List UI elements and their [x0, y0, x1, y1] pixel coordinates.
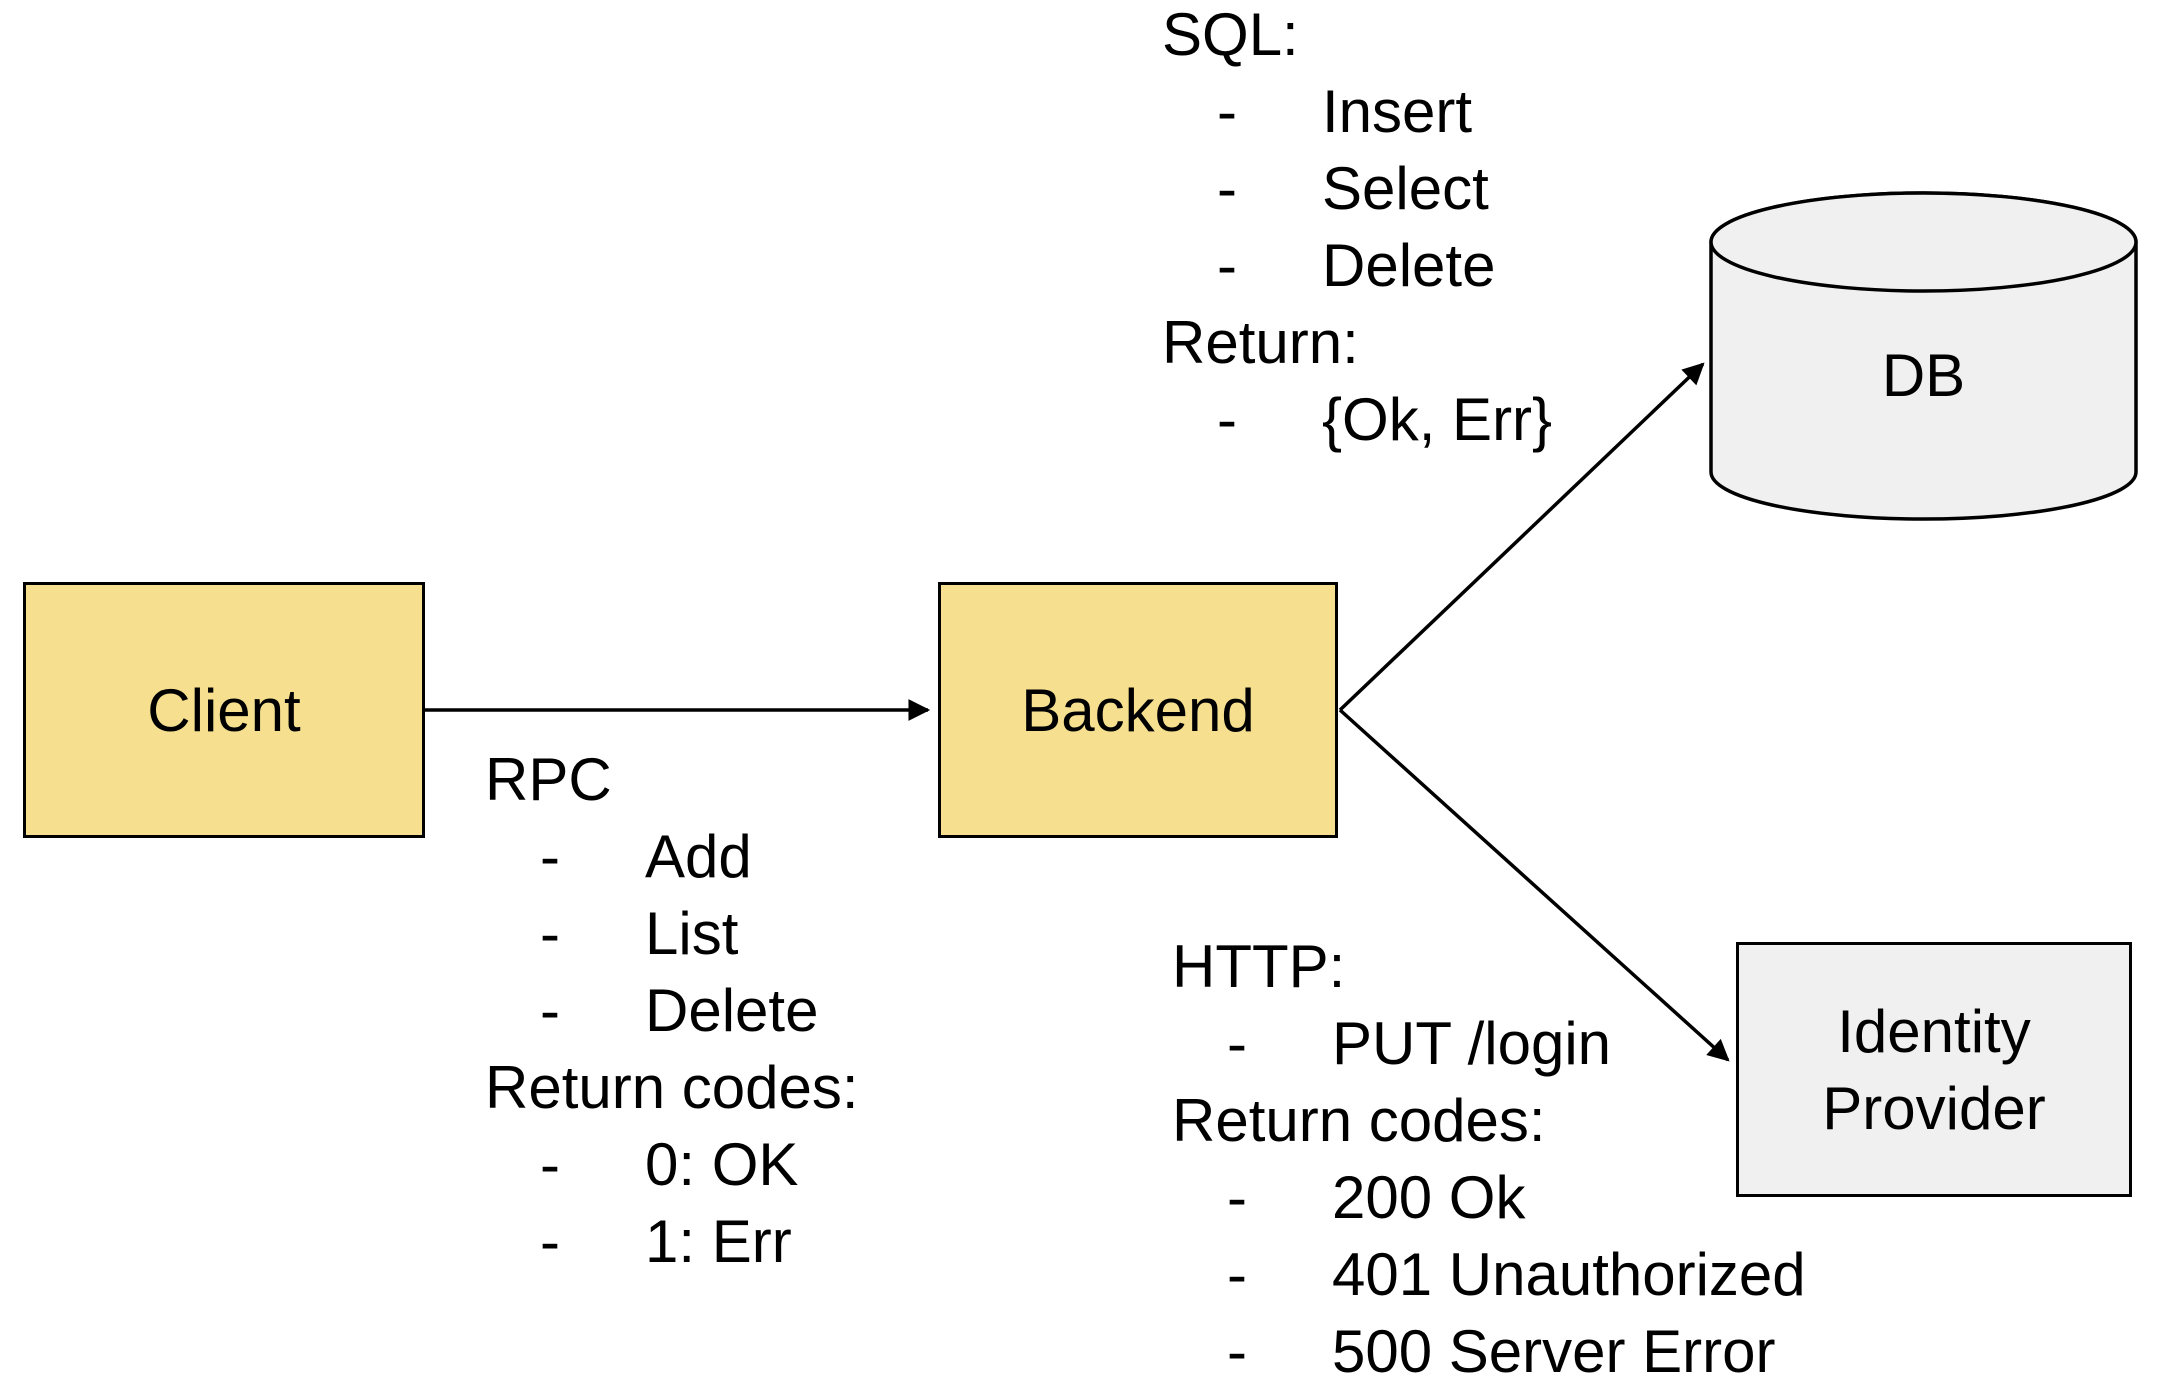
- annotation-line: - Select: [1162, 150, 1552, 227]
- annotation-line: - List: [485, 895, 859, 972]
- bullet-dash: -: [1227, 1010, 1247, 1077]
- annotation-line: Return:: [1162, 309, 1359, 376]
- bullet-dash: -: [1217, 386, 1237, 453]
- sql-annotation: SQL: - Insert - Select - Delete Return: - {O…: [1162, 0, 1552, 458]
- client-label: Client: [147, 676, 301, 744]
- backend-label: Backend: [1021, 676, 1255, 744]
- bullet-dash: -: [540, 823, 560, 890]
- annotation-text: Delete: [645, 977, 819, 1044]
- bullet-dash: -: [1217, 78, 1237, 145]
- annotation-line: SQL:: [1162, 1, 1299, 68]
- db-cylinder-top: [1709, 191, 2138, 293]
- annotation-line: - 1: Err: [485, 1203, 859, 1280]
- annotation-text: 500 Server Error: [1332, 1318, 1776, 1385]
- annotation-text: 0: OK: [645, 1131, 799, 1198]
- bullet-dash: -: [1227, 1318, 1247, 1385]
- client-node: Client: [23, 582, 425, 838]
- backend-node: Backend: [938, 582, 1338, 838]
- annotation-text: 1: Err: [645, 1208, 792, 1275]
- bullet-dash: -: [1227, 1164, 1247, 1231]
- bullet-dash: -: [1217, 155, 1237, 222]
- annotation-text: PUT /login: [1332, 1010, 1612, 1077]
- annotation-text: 401 Unauthorized: [1332, 1241, 1806, 1308]
- annotation-line: - Delete: [485, 972, 859, 1049]
- db-cylinder: [1709, 191, 2138, 521]
- bullet-dash: -: [540, 1208, 560, 1275]
- bullet-dash: -: [1227, 1241, 1247, 1308]
- annotation-line: Return codes:: [1172, 1087, 1546, 1154]
- bullet-dash: -: [540, 977, 560, 1044]
- annotation-line: - PUT /login: [1172, 1005, 1806, 1082]
- annotation-line: Return codes:: [485, 1054, 859, 1121]
- annotation-text: {Ok, Err}: [1322, 386, 1553, 453]
- http-annotation: HTTP: -PUT /login Return codes: -200 Ok …: [1172, 928, 1806, 1390]
- identity-provider-label: Identity Provider: [1822, 997, 2046, 1142]
- backend-db-arrow: [1338, 362, 1705, 712]
- annotation-line: HTTP:: [1172, 933, 1346, 1000]
- annotation-line: - Delete: [1162, 227, 1552, 304]
- annotation-line: - Add: [485, 818, 859, 895]
- annotation-text: List: [645, 900, 739, 967]
- bullet-dash: -: [540, 900, 560, 967]
- annotation-line: - {Ok, Err}: [1162, 381, 1552, 458]
- annotation-line: - 401 Unauthorized: [1172, 1236, 1806, 1313]
- bullet-dash: -: [1217, 232, 1237, 299]
- annotation-text: Add: [645, 823, 752, 890]
- annotation-line: - 0: OK: [485, 1126, 859, 1203]
- annotation-text: 200 Ok: [1332, 1164, 1526, 1231]
- identity-provider-node: Identity Provider: [1736, 942, 2132, 1197]
- annotation-text: Select: [1322, 155, 1489, 222]
- db-label: DB: [1881, 342, 1966, 409]
- annotation-text: Delete: [1322, 232, 1496, 299]
- annotation-line: - Insert: [1162, 73, 1552, 150]
- annotation-line: - 500 Server Error: [1172, 1313, 1806, 1390]
- annotation-text: Insert: [1322, 78, 1473, 145]
- annotation-line: - 200 Ok: [1172, 1159, 1806, 1236]
- annotation-line: RPC: [485, 746, 612, 813]
- bullet-dash: -: [540, 1131, 560, 1198]
- backend-idp-arrow: [1338, 708, 1730, 1062]
- rpc-annotation: RPC - Add - List - Delete Return codes: - 0:…: [485, 741, 859, 1280]
